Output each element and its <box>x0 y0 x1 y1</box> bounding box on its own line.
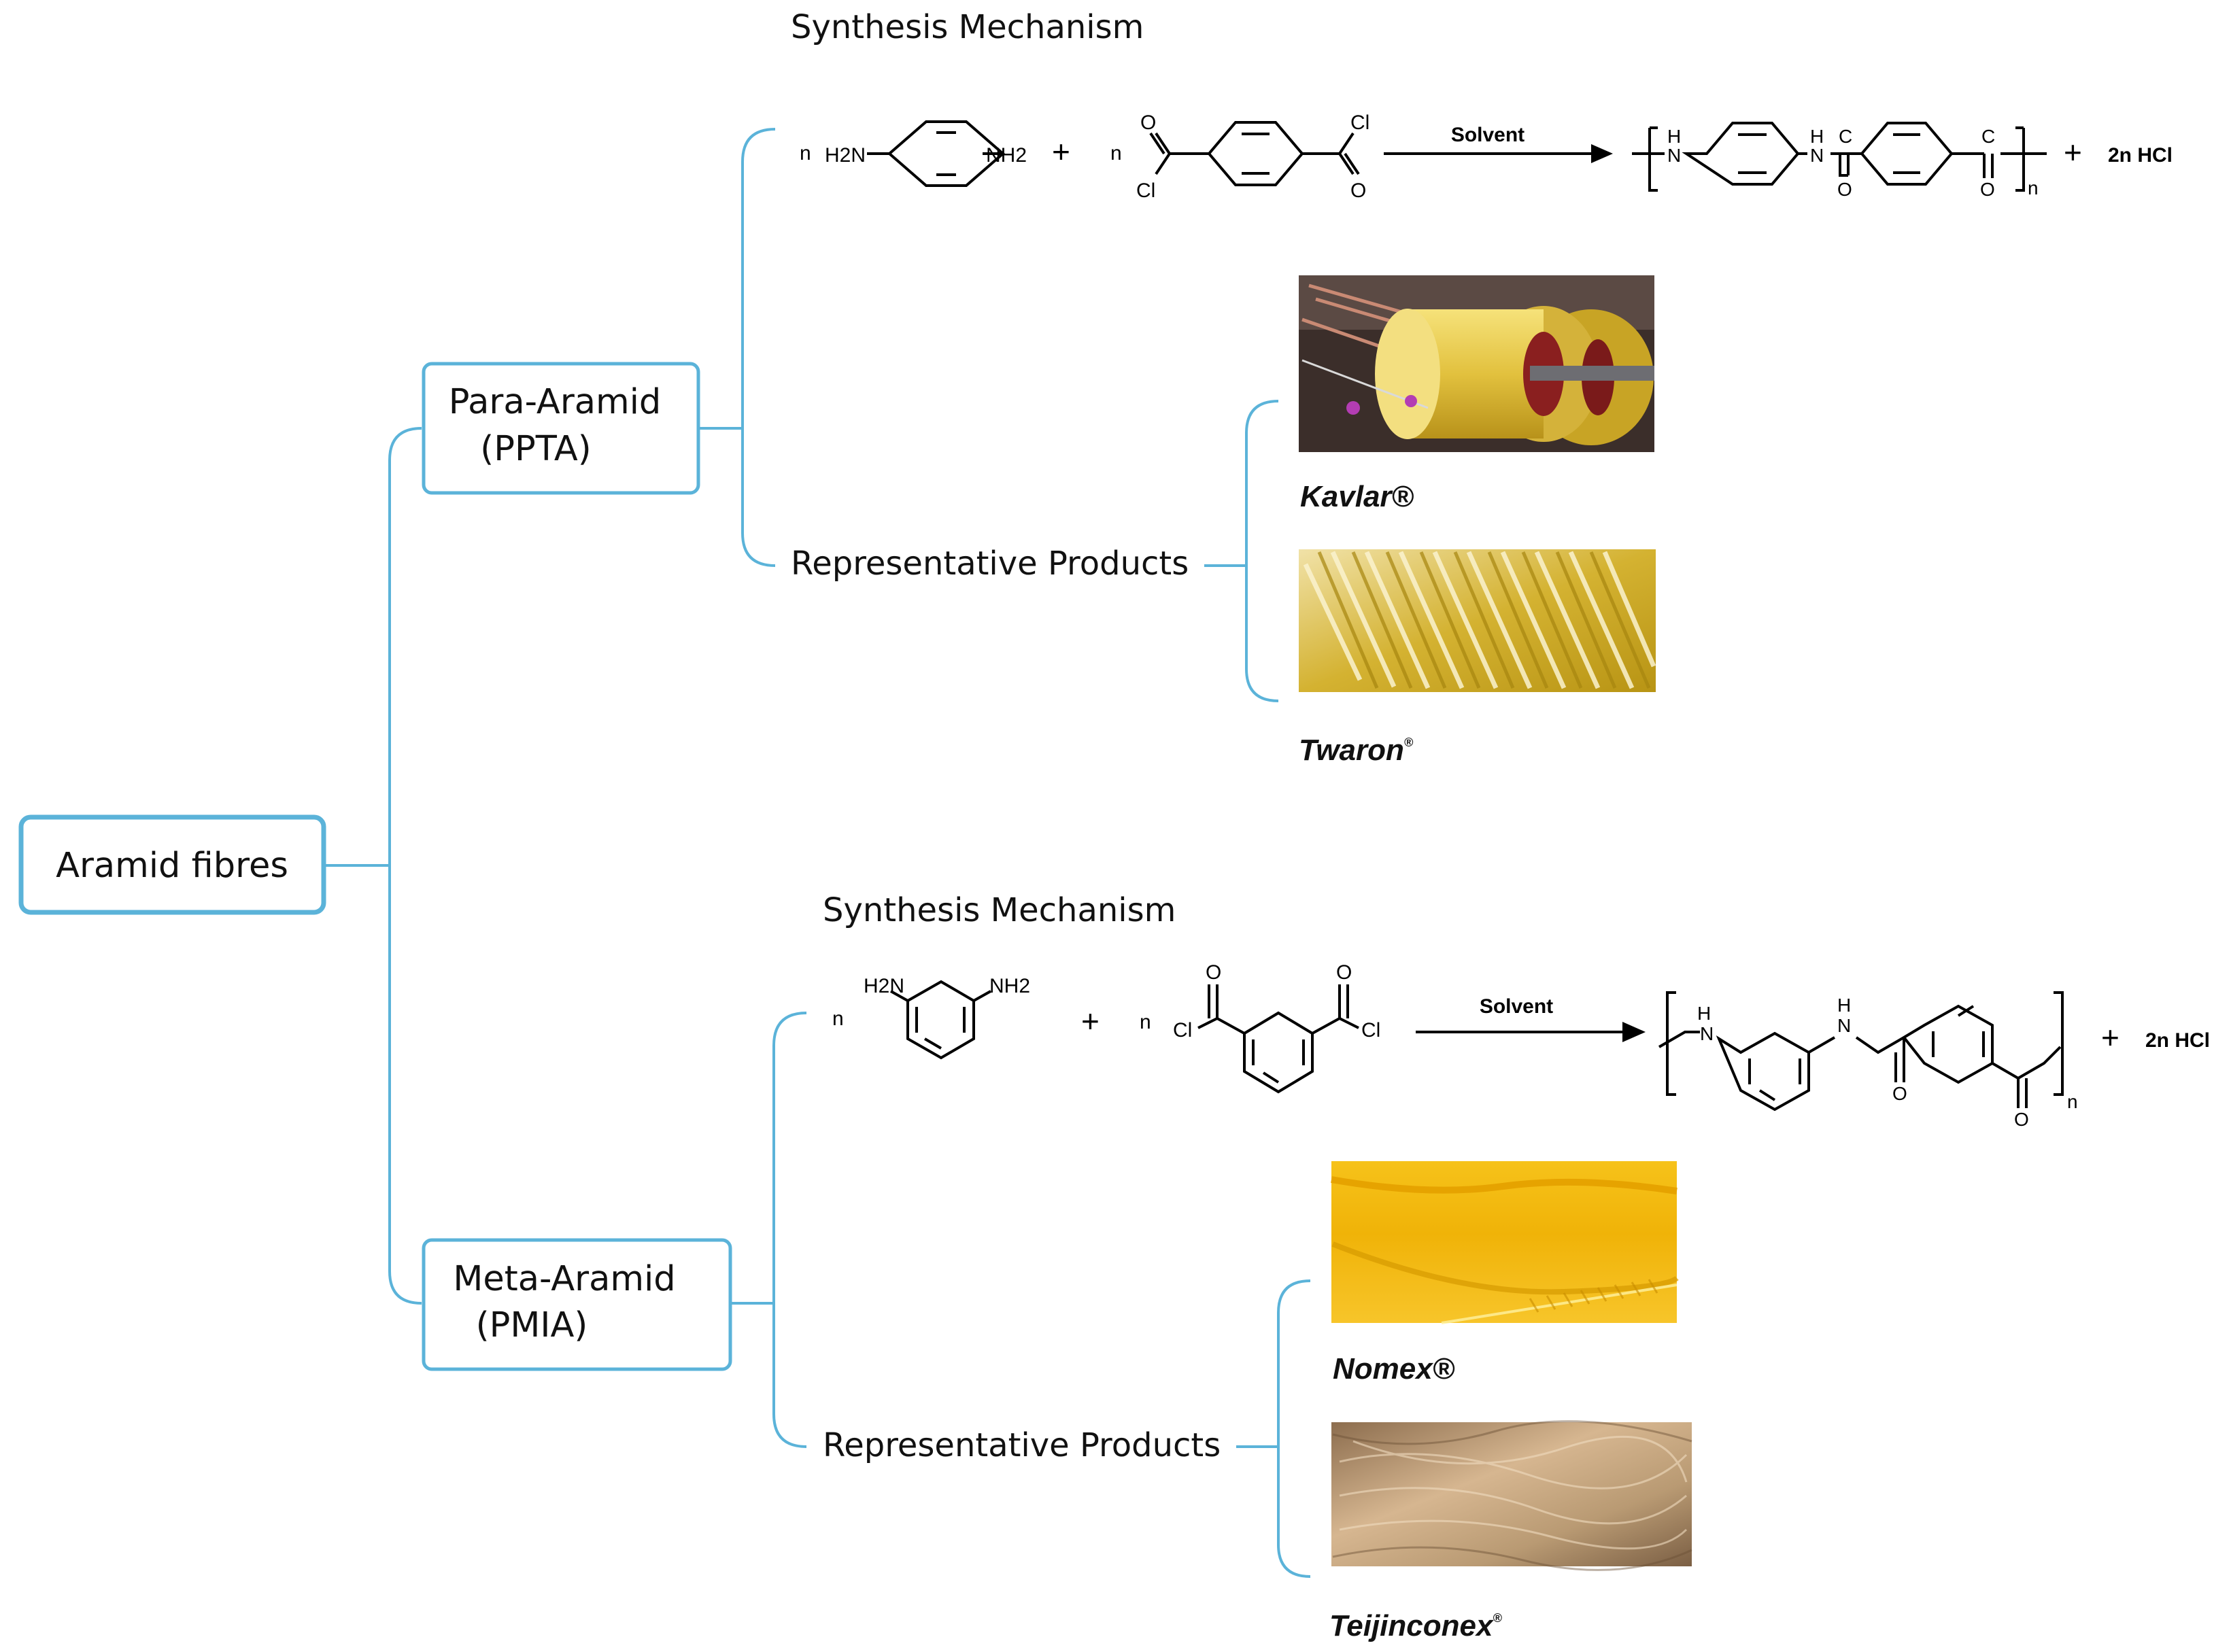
meta-nh-n-2: N <box>1837 1015 1851 1036</box>
nomex-product: Nomex® <box>1331 1161 1679 1386</box>
para-coef-1: n <box>800 142 811 165</box>
nomex-photo <box>1331 1161 1679 1324</box>
teijinconex-product: Teijinconex® <box>1329 1420 1692 1642</box>
para-acid-o-bottom: O <box>1350 179 1366 202</box>
para-byproduct: 2n HCl <box>2108 144 2173 167</box>
meta-nh-h-2: H <box>1837 995 1851 1016</box>
para-plus-2: + <box>2064 135 2082 170</box>
connectors <box>324 128 1311 1578</box>
para-nh-n-1: N <box>1667 145 1681 166</box>
para-acid-o-top: O <box>1140 111 1156 134</box>
para-carbonyl-c-1: C <box>1839 126 1852 147</box>
nomex-brand: Nomex® <box>1333 1352 1455 1386</box>
meta-acid-cl-left: Cl <box>1173 1019 1192 1042</box>
meta-aramid-box <box>422 1238 732 1371</box>
meta-aramid-abbrev: (PMIA) <box>476 1305 587 1345</box>
meta-acid-o-left: O <box>1206 961 1221 984</box>
meta-polymer-chain <box>1658 991 2064 1112</box>
kevlar-brand: Kavlar® <box>1300 480 1414 513</box>
root-box <box>18 814 326 915</box>
meta-diamine-ring <box>890 980 991 1060</box>
meta-arrow-head <box>1622 1022 1646 1042</box>
meta-plus-1: + <box>1081 1003 1100 1039</box>
para-carbonyl-c-2: C <box>1981 126 1995 147</box>
meta-reaction-scheme: n H2N NH2 + n O Cl O Cl Solvent H N H N … <box>832 961 2210 1130</box>
kevlar-product: Kavlar® <box>1299 275 1654 513</box>
para-plus-1: + <box>1052 134 1070 169</box>
meta-amine-left: H2N <box>864 975 904 997</box>
para-amine-left: H2N <box>825 144 866 167</box>
twaron-product: Twaron® <box>1299 549 1656 767</box>
meta-byproduct: 2n HCl <box>2145 1029 2210 1052</box>
para-carbonyl-o-2: O <box>1980 179 1995 200</box>
meta-plus-2: + <box>2101 1020 2119 1055</box>
meta-acid-o-right: O <box>1336 961 1352 984</box>
para-bracket <box>741 128 776 567</box>
para-solvent-label: Solvent <box>1451 124 1525 146</box>
meta-carbonyl-o-1: O <box>1892 1083 1907 1104</box>
para-products-title: Representative Products <box>791 545 1189 583</box>
meta-diacid-chloride <box>1197 984 1359 1094</box>
meta-aramid-name: Meta-Aramid <box>453 1259 675 1299</box>
para-arrow-head <box>1591 144 1613 163</box>
para-amine-right: NH2 <box>986 144 1027 167</box>
meta-products-title: Representative Products <box>823 1426 1221 1464</box>
meta-carbonyl-o-2: O <box>2014 1109 2029 1130</box>
meta-solvent-label: Solvent <box>1480 995 1553 1018</box>
para-nh-h-1: H <box>1667 126 1681 147</box>
meta-bracket <box>772 1012 807 1448</box>
para-synthesis-title: Synthesis Mechanism <box>791 8 1144 46</box>
meta-nh-n-1: N <box>1700 1023 1714 1044</box>
para-aramid-name: Para-Aramid <box>449 382 662 422</box>
para-reaction-scheme: n H2N NH2 + n O Cl Cl O Solvent H N H N … <box>800 111 2173 202</box>
meta-amine-right: NH2 <box>989 975 1030 997</box>
twaron-photo <box>1299 549 1656 692</box>
para-aramid-box <box>422 362 700 495</box>
para-nh-n-2: N <box>1810 145 1824 166</box>
meta-coef-2: n <box>1140 1011 1151 1033</box>
para-aramid-node[interactable]: Para-Aramid (PPTA) <box>422 362 700 495</box>
para-acid-cl-bottom: Cl <box>1136 179 1155 202</box>
teijinconex-brand: Teijinconex® <box>1329 1609 1502 1642</box>
meta-products-bracket <box>1277 1279 1311 1578</box>
para-acid-cl-top: Cl <box>1350 111 1369 134</box>
para-diamine-ring <box>867 120 1006 187</box>
meta-synthesis-title: Synthesis Mechanism <box>823 891 1176 929</box>
root-label: Aramid fibres <box>56 846 288 886</box>
para-coef-2: n <box>1110 142 1122 165</box>
para-diacid-chloride <box>1149 121 1360 186</box>
teijinconex-photo <box>1331 1420 1692 1571</box>
twaron-brand: Twaron® <box>1299 734 1414 767</box>
meta-subscript-n: n <box>2067 1091 2078 1112</box>
meta-acid-cl-right: Cl <box>1361 1019 1380 1042</box>
meta-nh-h-1: H <box>1697 1003 1711 1024</box>
para-products-bracket <box>1245 400 1279 702</box>
para-nh-h-2: H <box>1810 126 1824 147</box>
meta-coef-1: n <box>832 1008 844 1030</box>
para-polymer-chain <box>1632 122 2047 192</box>
root-bracket <box>388 427 422 1305</box>
meta-aramid-node[interactable]: Meta-Aramid (PMIA) <box>422 1238 732 1371</box>
para-carbonyl-o-1: O <box>1837 179 1852 200</box>
root-node[interactable]: Aramid fibres <box>18 814 326 915</box>
kevlar-photo <box>1299 275 1654 452</box>
para-aramid-abbrev: (PPTA) <box>480 429 591 469</box>
para-subscript-n: n <box>2028 177 2039 199</box>
